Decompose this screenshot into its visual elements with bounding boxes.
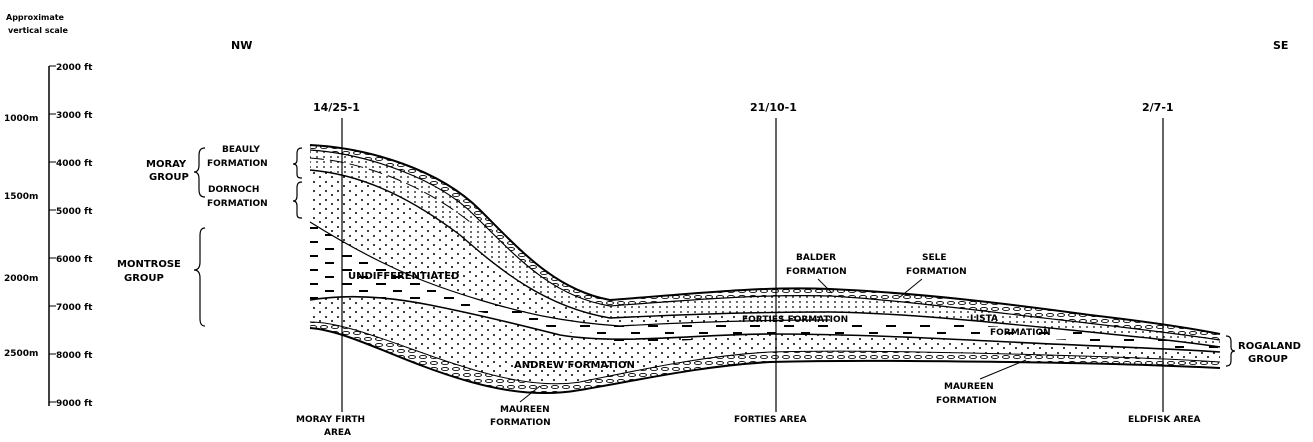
montrose-group-label-1: MONTROSE bbox=[117, 259, 181, 270]
direction-se: SE bbox=[1273, 39, 1288, 52]
rogaland-group-label-1: ROGALAND bbox=[1238, 341, 1301, 352]
lista-label-2: FORMATION bbox=[990, 328, 1051, 338]
scale-tick-1500m: 1500m bbox=[4, 192, 38, 202]
scale-tick-5000ft: 5000 ft bbox=[56, 207, 93, 217]
dornoch-label-2: FORMATION bbox=[207, 199, 268, 209]
andrew-formation-label: ANDREW FORMATION bbox=[514, 360, 635, 371]
scale-tick-4000ft: 4000 ft bbox=[56, 159, 93, 169]
moray-bracket bbox=[194, 148, 205, 197]
scale-tick-8000ft: 8000 ft bbox=[56, 351, 93, 361]
scale-tick-6000ft: 6000 ft bbox=[56, 255, 93, 265]
lista-label-1: LISTA bbox=[970, 314, 998, 324]
maureen-right-label-2: FORMATION bbox=[936, 396, 997, 406]
direction-nw: NW bbox=[231, 39, 252, 52]
rogaland-group-label-2: GROUP bbox=[1248, 354, 1288, 365]
scale-tick-2500m: 2500m bbox=[4, 349, 38, 359]
well-label-2-7-1: 2/7-1 bbox=[1142, 101, 1174, 114]
balder-label-2: FORMATION bbox=[786, 267, 847, 277]
moray-firth-area-label-2: AREA bbox=[324, 428, 351, 438]
scale-title-line2: vertical scale bbox=[8, 26, 68, 35]
maureen-right-label-1: MAUREEN bbox=[944, 382, 994, 392]
beauly-label-1: BEAULY bbox=[222, 145, 260, 155]
forties-formation-label: FORTIES FORMATION bbox=[742, 315, 848, 325]
scale-title-line1: Approximate bbox=[6, 13, 65, 22]
vertical-scale: Approximate vertical scale 2000 ft 3000 … bbox=[4, 13, 93, 409]
dornoch-bracket bbox=[293, 182, 302, 218]
dornoch-label-1: DORNOCH bbox=[208, 185, 259, 195]
moray-group-label-1: MORAY bbox=[146, 159, 187, 170]
scale-tick-2000ft: 2000 ft bbox=[56, 63, 93, 73]
montrose-bracket bbox=[194, 228, 205, 326]
scale-tick-1000m: 1000m bbox=[4, 114, 38, 124]
maureen-left-label-1: MAUREEN bbox=[500, 405, 550, 415]
scale-feet-ticks bbox=[49, 66, 56, 402]
sele-label-2: FORMATION bbox=[906, 267, 967, 277]
well-label-14-25-1: 14/25-1 bbox=[313, 101, 360, 114]
moray-firth-area-label-1: MORAY FIRTH bbox=[296, 415, 365, 425]
scale-tick-9000ft: 9000 ft bbox=[56, 399, 93, 409]
sele-label-1: SELE bbox=[922, 253, 947, 263]
montrose-group-label-2: GROUP bbox=[124, 273, 164, 284]
eldfisk-area-label: ELDFISK AREA bbox=[1128, 415, 1200, 425]
undifferentiated-label: UNDIFFERENTIATED bbox=[348, 271, 459, 282]
scale-tick-2000m: 2000m bbox=[4, 274, 38, 284]
well-label-21-10-1: 21/10-1 bbox=[750, 101, 797, 114]
scale-tick-7000ft: 7000 ft bbox=[56, 303, 93, 313]
rogaland-bracket bbox=[1226, 336, 1235, 366]
forties-area-label: FORTIES AREA bbox=[734, 415, 807, 425]
scale-tick-3000ft: 3000 ft bbox=[56, 111, 93, 121]
balder-label-1: BALDER bbox=[796, 253, 836, 263]
beauly-label-2: FORMATION bbox=[207, 159, 268, 169]
maureen-left-label-2: FORMATION bbox=[490, 418, 551, 428]
moray-group-label-2: GROUP bbox=[149, 172, 189, 183]
beauly-bracket bbox=[293, 148, 302, 178]
